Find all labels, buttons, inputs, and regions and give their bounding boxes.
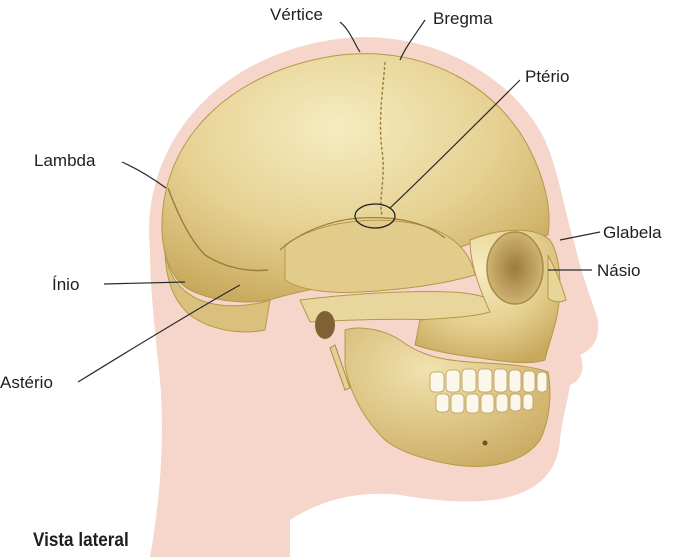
label-glabela: Glabela bbox=[603, 224, 662, 241]
label-pterio: Ptério bbox=[525, 68, 569, 85]
label-asterio: Astério bbox=[0, 374, 53, 391]
label-inio: Ínio bbox=[52, 276, 79, 293]
label-vertice: Vértice bbox=[270, 6, 323, 23]
label-bregma: Bregma bbox=[433, 10, 493, 27]
label-nasio: Násio bbox=[597, 262, 640, 279]
orbit bbox=[487, 232, 543, 304]
figure-caption: Vista lateral bbox=[33, 530, 129, 552]
mental-foramen bbox=[483, 441, 488, 446]
external-acoustic-meatus bbox=[315, 311, 335, 339]
upper-teeth bbox=[430, 369, 547, 392]
label-lambda: Lambda bbox=[34, 152, 95, 169]
